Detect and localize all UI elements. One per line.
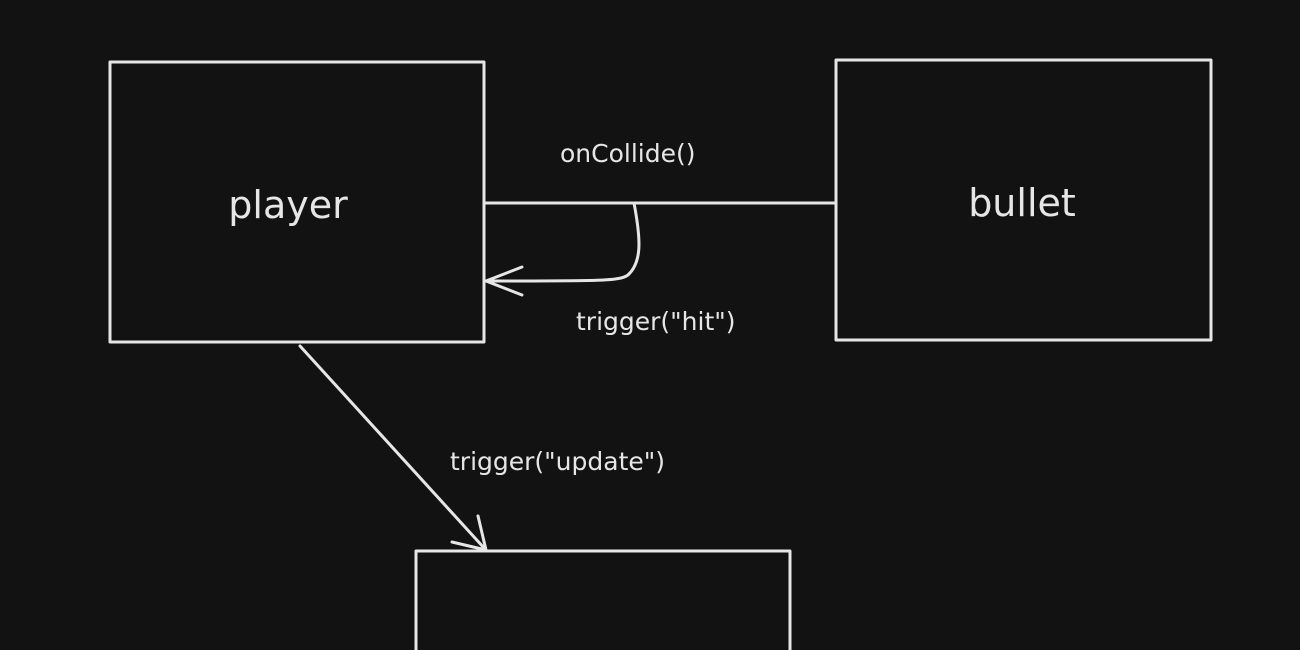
- edge-update: trigger("update"): [298, 344, 665, 552]
- edge-update-arrowhead: [450, 514, 488, 552]
- edge-update-label: trigger("update"): [450, 447, 665, 476]
- node-player-label: player: [228, 183, 348, 227]
- edge-hit-arrowhead: [484, 265, 524, 297]
- edge-update-line: [298, 344, 487, 551]
- node-bullet-label: bullet: [968, 181, 1076, 225]
- node-player: player: [108, 60, 486, 344]
- edge-collide-label: onCollide(): [560, 139, 696, 168]
- node-bullet-box: [834, 58, 1213, 342]
- edge-hit-label: trigger("hit"): [576, 307, 736, 336]
- edge-hit: trigger("hit"): [484, 201, 736, 336]
- edge-hit-curve: [486, 201, 641, 283]
- node-target: [414, 549, 792, 650]
- node-target-box: [414, 549, 792, 650]
- edge-collide: onCollide(): [482, 139, 838, 205]
- node-bullet: bullet: [834, 58, 1213, 342]
